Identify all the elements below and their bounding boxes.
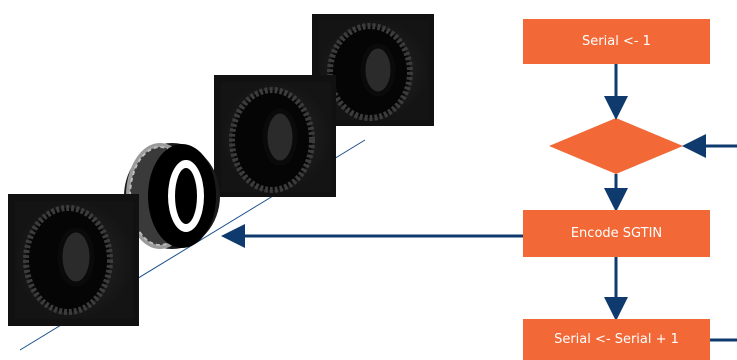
encode-sgtin-label: Encode SGTIN (571, 226, 662, 241)
serial-init-node: Serial <- 1 (523, 19, 710, 64)
tire-image (214, 75, 336, 197)
serial-increment-label: Serial <- Serial + 1 (554, 332, 679, 347)
encode-sgtin-node: Encode SGTIN (523, 210, 710, 257)
serial-increment-node: Serial <- Serial + 1 (523, 319, 710, 360)
serial-init-label: Serial <- 1 (582, 34, 651, 49)
decision-diamond (549, 118, 683, 174)
tire-image (8, 194, 139, 326)
